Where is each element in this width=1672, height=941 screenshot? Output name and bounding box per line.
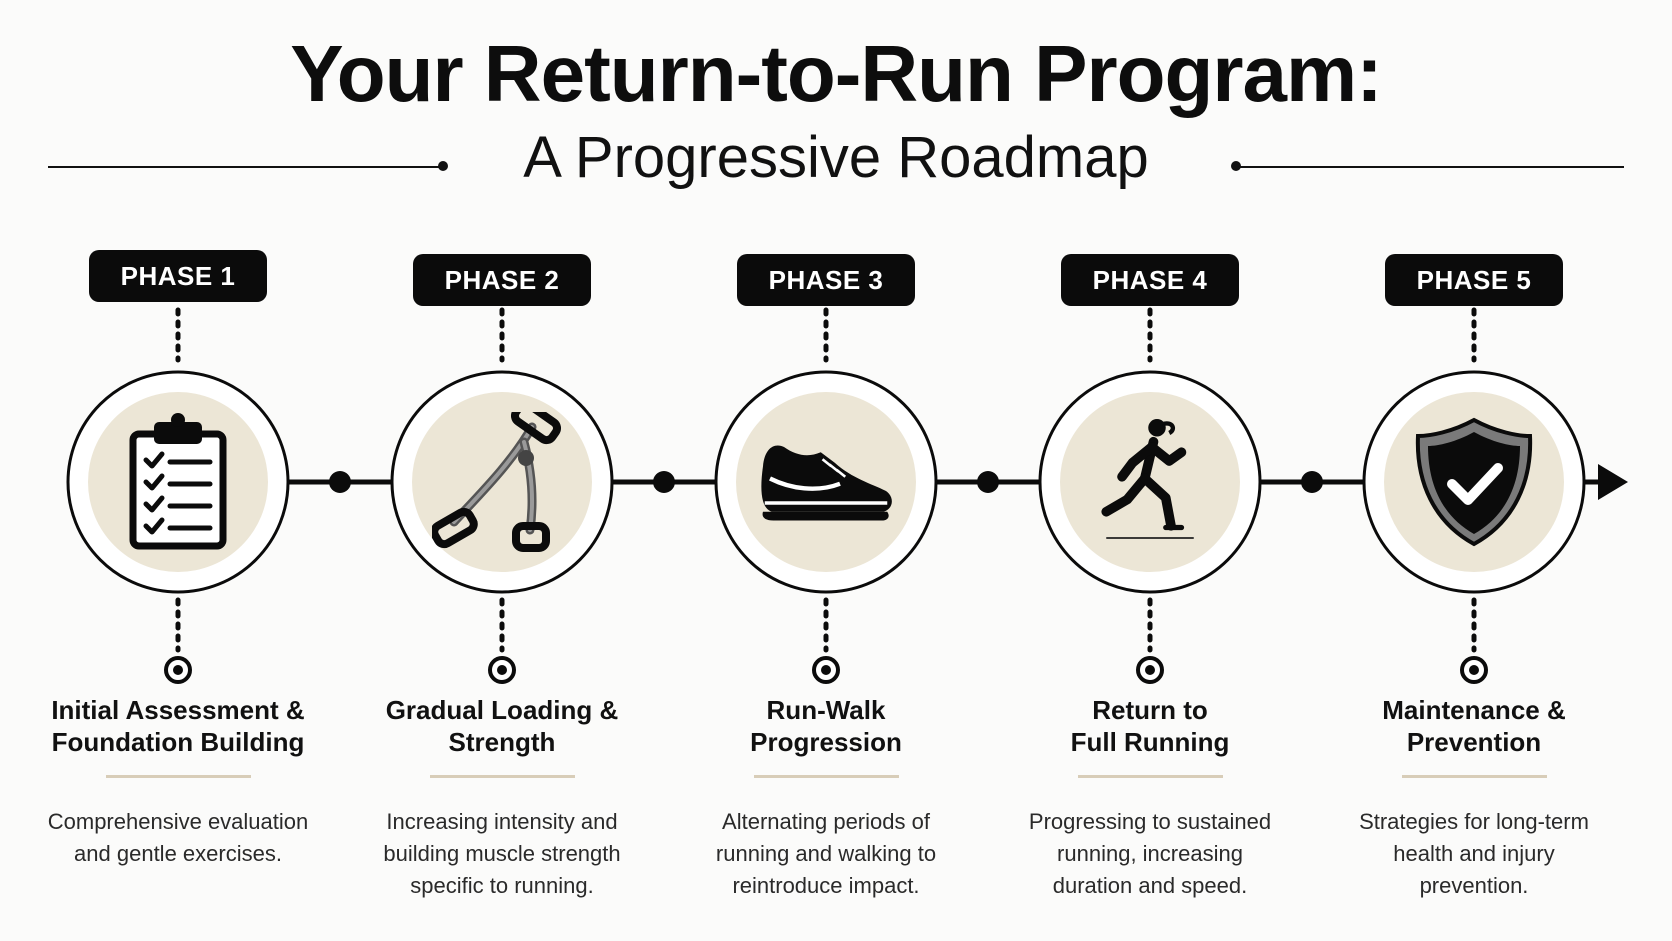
phase-title-1: Initial Assessment &Foundation Building — [28, 694, 328, 758]
phase-title-line: Foundation Building — [51, 727, 305, 757]
phase-title-line: Full Running — [1070, 727, 1230, 757]
phase-title-line: Run-Walk — [766, 695, 886, 725]
phase-description-2: Increasing intensity and building muscle … — [352, 806, 652, 902]
phase-description-line: duration and speed. — [1052, 873, 1248, 898]
timeline-node — [329, 471, 351, 493]
phase-badge-1: PHASE 1 — [89, 250, 267, 302]
phase-marker-dot — [497, 665, 507, 675]
phase-title-underline — [1078, 775, 1223, 778]
phase-marker-dot — [173, 665, 183, 675]
phase-title-underline — [430, 775, 575, 778]
phase-description-line: Increasing intensity and — [386, 809, 618, 834]
clipboard-checklist-icon — [133, 413, 223, 546]
phase-title-line: Strength — [448, 727, 556, 757]
phase-description-line: prevention. — [1419, 873, 1529, 898]
subtitle-rule-right — [1236, 166, 1624, 168]
phase-badge-5: PHASE 5 — [1385, 254, 1563, 306]
page-title: Your Return-to-Run Program: — [290, 29, 1382, 118]
timeline-node — [1301, 471, 1323, 493]
phase-badge-3: PHASE 3 — [737, 254, 915, 306]
phase-title-line: Prevention — [1406, 727, 1542, 757]
subtitle-rule-left — [48, 166, 443, 168]
phase-description-line: running, increasing — [1057, 841, 1243, 866]
phase-description-line: Comprehensive evaluation — [47, 809, 309, 834]
phase-badge-4: PHASE 4 — [1061, 254, 1239, 306]
phase-title-line: Initial Assessment & — [51, 695, 305, 725]
phase-title-2: Gradual Loading &Strength — [352, 694, 652, 758]
phase-marker-dot — [1469, 665, 1479, 675]
subtitle-rule-left-dot — [438, 161, 448, 171]
phase-description-5: Strategies for long-term health and injur… — [1324, 806, 1624, 902]
phase-description-1: Comprehensive evaluation and gentle exerc… — [28, 806, 328, 870]
phase-title-line: Progression — [750, 727, 902, 757]
phase-description-line: Strategies for long-term — [1359, 809, 1589, 834]
phase-description-line: running and walking to — [715, 841, 937, 866]
phase-description-line: and gentle exercises. — [74, 841, 282, 866]
phase-description-line: health and injury — [1393, 841, 1555, 866]
phase-description-line: reintroduce impact. — [732, 873, 920, 898]
phase-description-line: building muscle strength — [383, 841, 621, 866]
phase-description-line: Alternating periods of — [722, 809, 930, 834]
phase-badge-2: PHASE 2 — [413, 254, 591, 306]
phase-title-line: Maintenance & — [1382, 695, 1566, 725]
phase-title-line: Return to — [1092, 695, 1208, 725]
phase-title-underline — [754, 775, 899, 778]
phase-marker-dot — [821, 665, 831, 675]
timeline-node — [653, 471, 675, 493]
phase-description-4: Progressing to sustained running, increas… — [1000, 806, 1300, 902]
arrow-right-icon — [1598, 464, 1628, 500]
phase-title-line: Gradual Loading & — [385, 695, 619, 725]
phase-description-line: specific to running. — [410, 873, 594, 898]
phase-marker-dot — [1145, 665, 1155, 675]
page-subtitle: A Progressive Roadmap — [523, 125, 1149, 190]
phase-title-5: Maintenance &Prevention — [1324, 694, 1624, 758]
phase-title-underline — [1402, 775, 1547, 778]
timeline-node — [977, 471, 999, 493]
phase-description-line: Progressing to sustained — [1028, 809, 1272, 834]
phase-title-underline — [106, 775, 251, 778]
phase-description-3: Alternating periods of running and walkin… — [676, 806, 976, 902]
